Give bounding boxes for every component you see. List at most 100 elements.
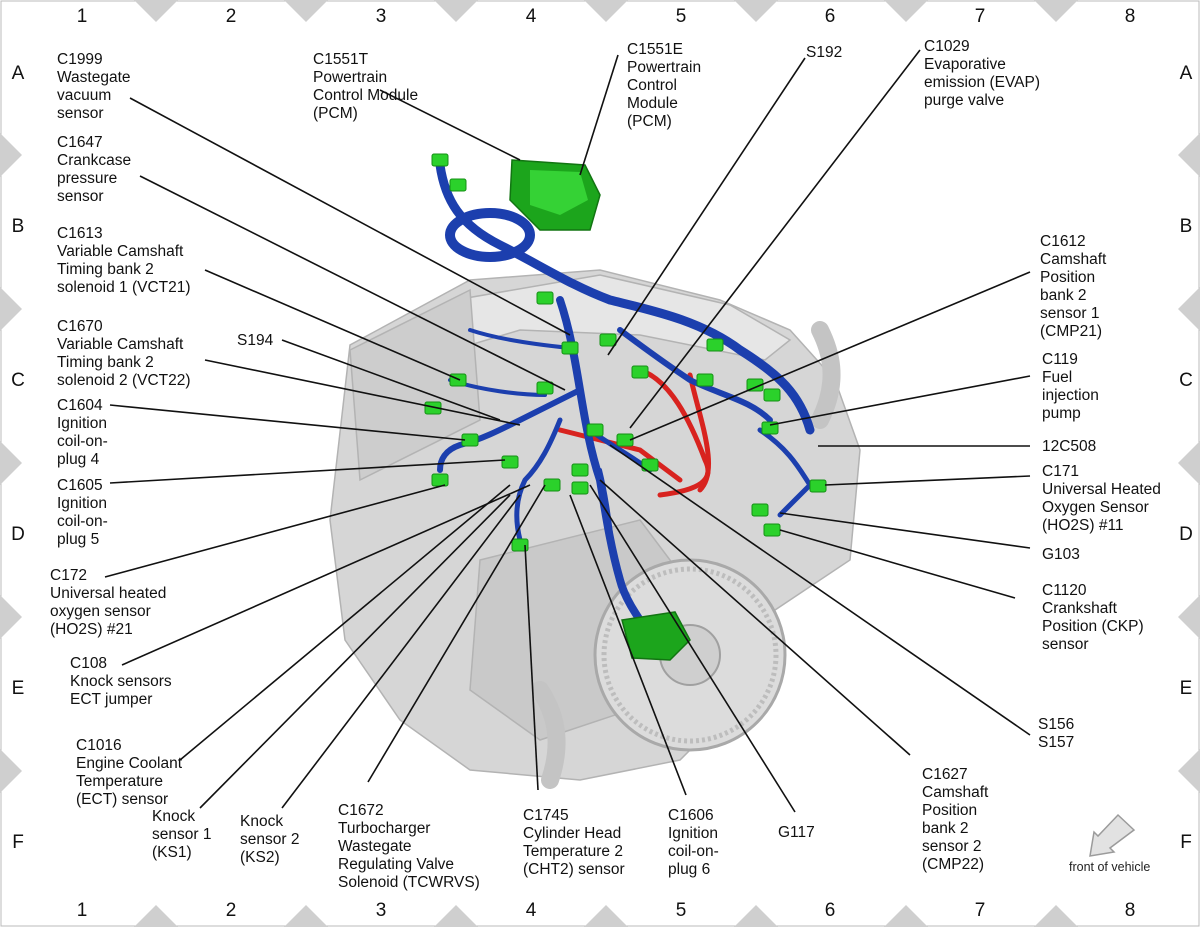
callout-line: pressure [57,170,117,187]
connector [561,341,579,355]
leader-c1551e [579,54,619,176]
frame-marker-top [1034,0,1078,22]
connector [631,365,649,379]
callout-line: Regulating Valve [338,856,454,873]
column-label: 3 [376,6,387,27]
turbo-pipe [531,321,841,789]
callout-line: Timing bank 2 [57,261,154,278]
callout-line: Variable Camshaft [57,243,184,260]
callout-line: C1670 [57,318,103,335]
callout-line: pump [1042,405,1081,422]
leader-c1999 [129,97,571,336]
leader-c1672 [367,484,546,783]
column-label: 4 [526,6,537,27]
leader-c1670 [204,359,521,426]
frame-marker-bottom [434,905,478,927]
connector [543,478,561,492]
callout-g117: G117 [778,824,815,841]
callout-line: C108 [70,655,107,672]
column-label: 1 [77,900,88,921]
row-label: A [12,63,25,84]
callout-line: injection [1042,387,1099,404]
connector [536,381,554,395]
column-label: 8 [1125,6,1136,27]
callout-line: sensor 2 [922,838,981,855]
callout-line: (CHT2) sensor [523,861,625,878]
callout-line: G117 [778,824,815,841]
leader-c1605 [109,459,506,484]
connector [751,503,769,517]
connector [431,473,449,487]
callout-line: C1551T [313,51,369,68]
frame-marker-left [0,133,22,177]
callout-line: (PCM) [627,113,672,130]
callout-line: (ECT) sensor [76,791,168,808]
callout-line: C1029 [924,38,970,55]
callout-line: coil-on- [57,433,108,450]
callout-line: sensor [57,105,104,122]
leader-lines [104,49,1031,813]
callout-line: C1016 [76,737,122,754]
row-label: C [1179,370,1193,391]
callout-line: Wastegate [57,69,131,86]
frame-marker-bottom [134,905,178,927]
callout-line: G103 [1042,546,1080,563]
callout-line: 12C508 [1042,438,1096,455]
leader-c1120 [779,529,1016,599]
row-label: C [11,370,25,391]
leader-c172 [104,484,446,578]
callout-line: (PCM) [313,105,358,122]
callout-line: Crankshaft [1042,600,1118,617]
column-label: 7 [975,900,986,921]
leader-c1604 [109,404,466,441]
connector [809,479,827,493]
leader-c119 [769,375,1031,426]
connector [641,458,659,472]
column-label: 5 [676,900,687,921]
frame-marker-left [0,749,22,793]
callout-line: Ignition [668,825,718,842]
front-arrow-icon [1089,813,1136,857]
callout-line: Universal Heated [1042,481,1161,498]
callout-line: Cylinder Head [523,825,621,842]
leader-c1612 [629,271,1031,441]
frame-marker-left [0,287,22,331]
leader-c1551t [379,89,521,161]
column-label: 7 [975,6,986,27]
leader-ks1 [199,494,511,809]
callout-line: S194 [237,332,274,349]
callout-line: C1120 [1042,582,1087,599]
row-label: E [1180,678,1193,699]
frame-marker-left [0,441,22,485]
leader-c1627 [599,479,911,756]
callout-line: (HO2S) #21 [50,621,133,638]
callout-line: Turbocharger [338,820,430,837]
callout-line: C1745 [523,807,569,824]
callout-line: vacuum [57,87,111,104]
column-label: 8 [1125,900,1136,921]
callout-line: (KS1) [152,844,192,861]
engine-illustration [329,153,861,789]
callout-line: (CMP21) [1040,323,1102,340]
frame-marker-right [1178,595,1200,639]
connectors [424,153,827,552]
callout-line: C1627 [922,766,968,783]
callout-line: plug 4 [57,451,100,468]
frame-marker-right [1178,133,1200,177]
callout-line: Knock sensors [70,673,172,690]
connector [571,481,589,495]
callout-line: oxygen sensor [50,603,151,620]
callout-line: C1999 [57,51,103,68]
callout-line: C172 [50,567,87,584]
